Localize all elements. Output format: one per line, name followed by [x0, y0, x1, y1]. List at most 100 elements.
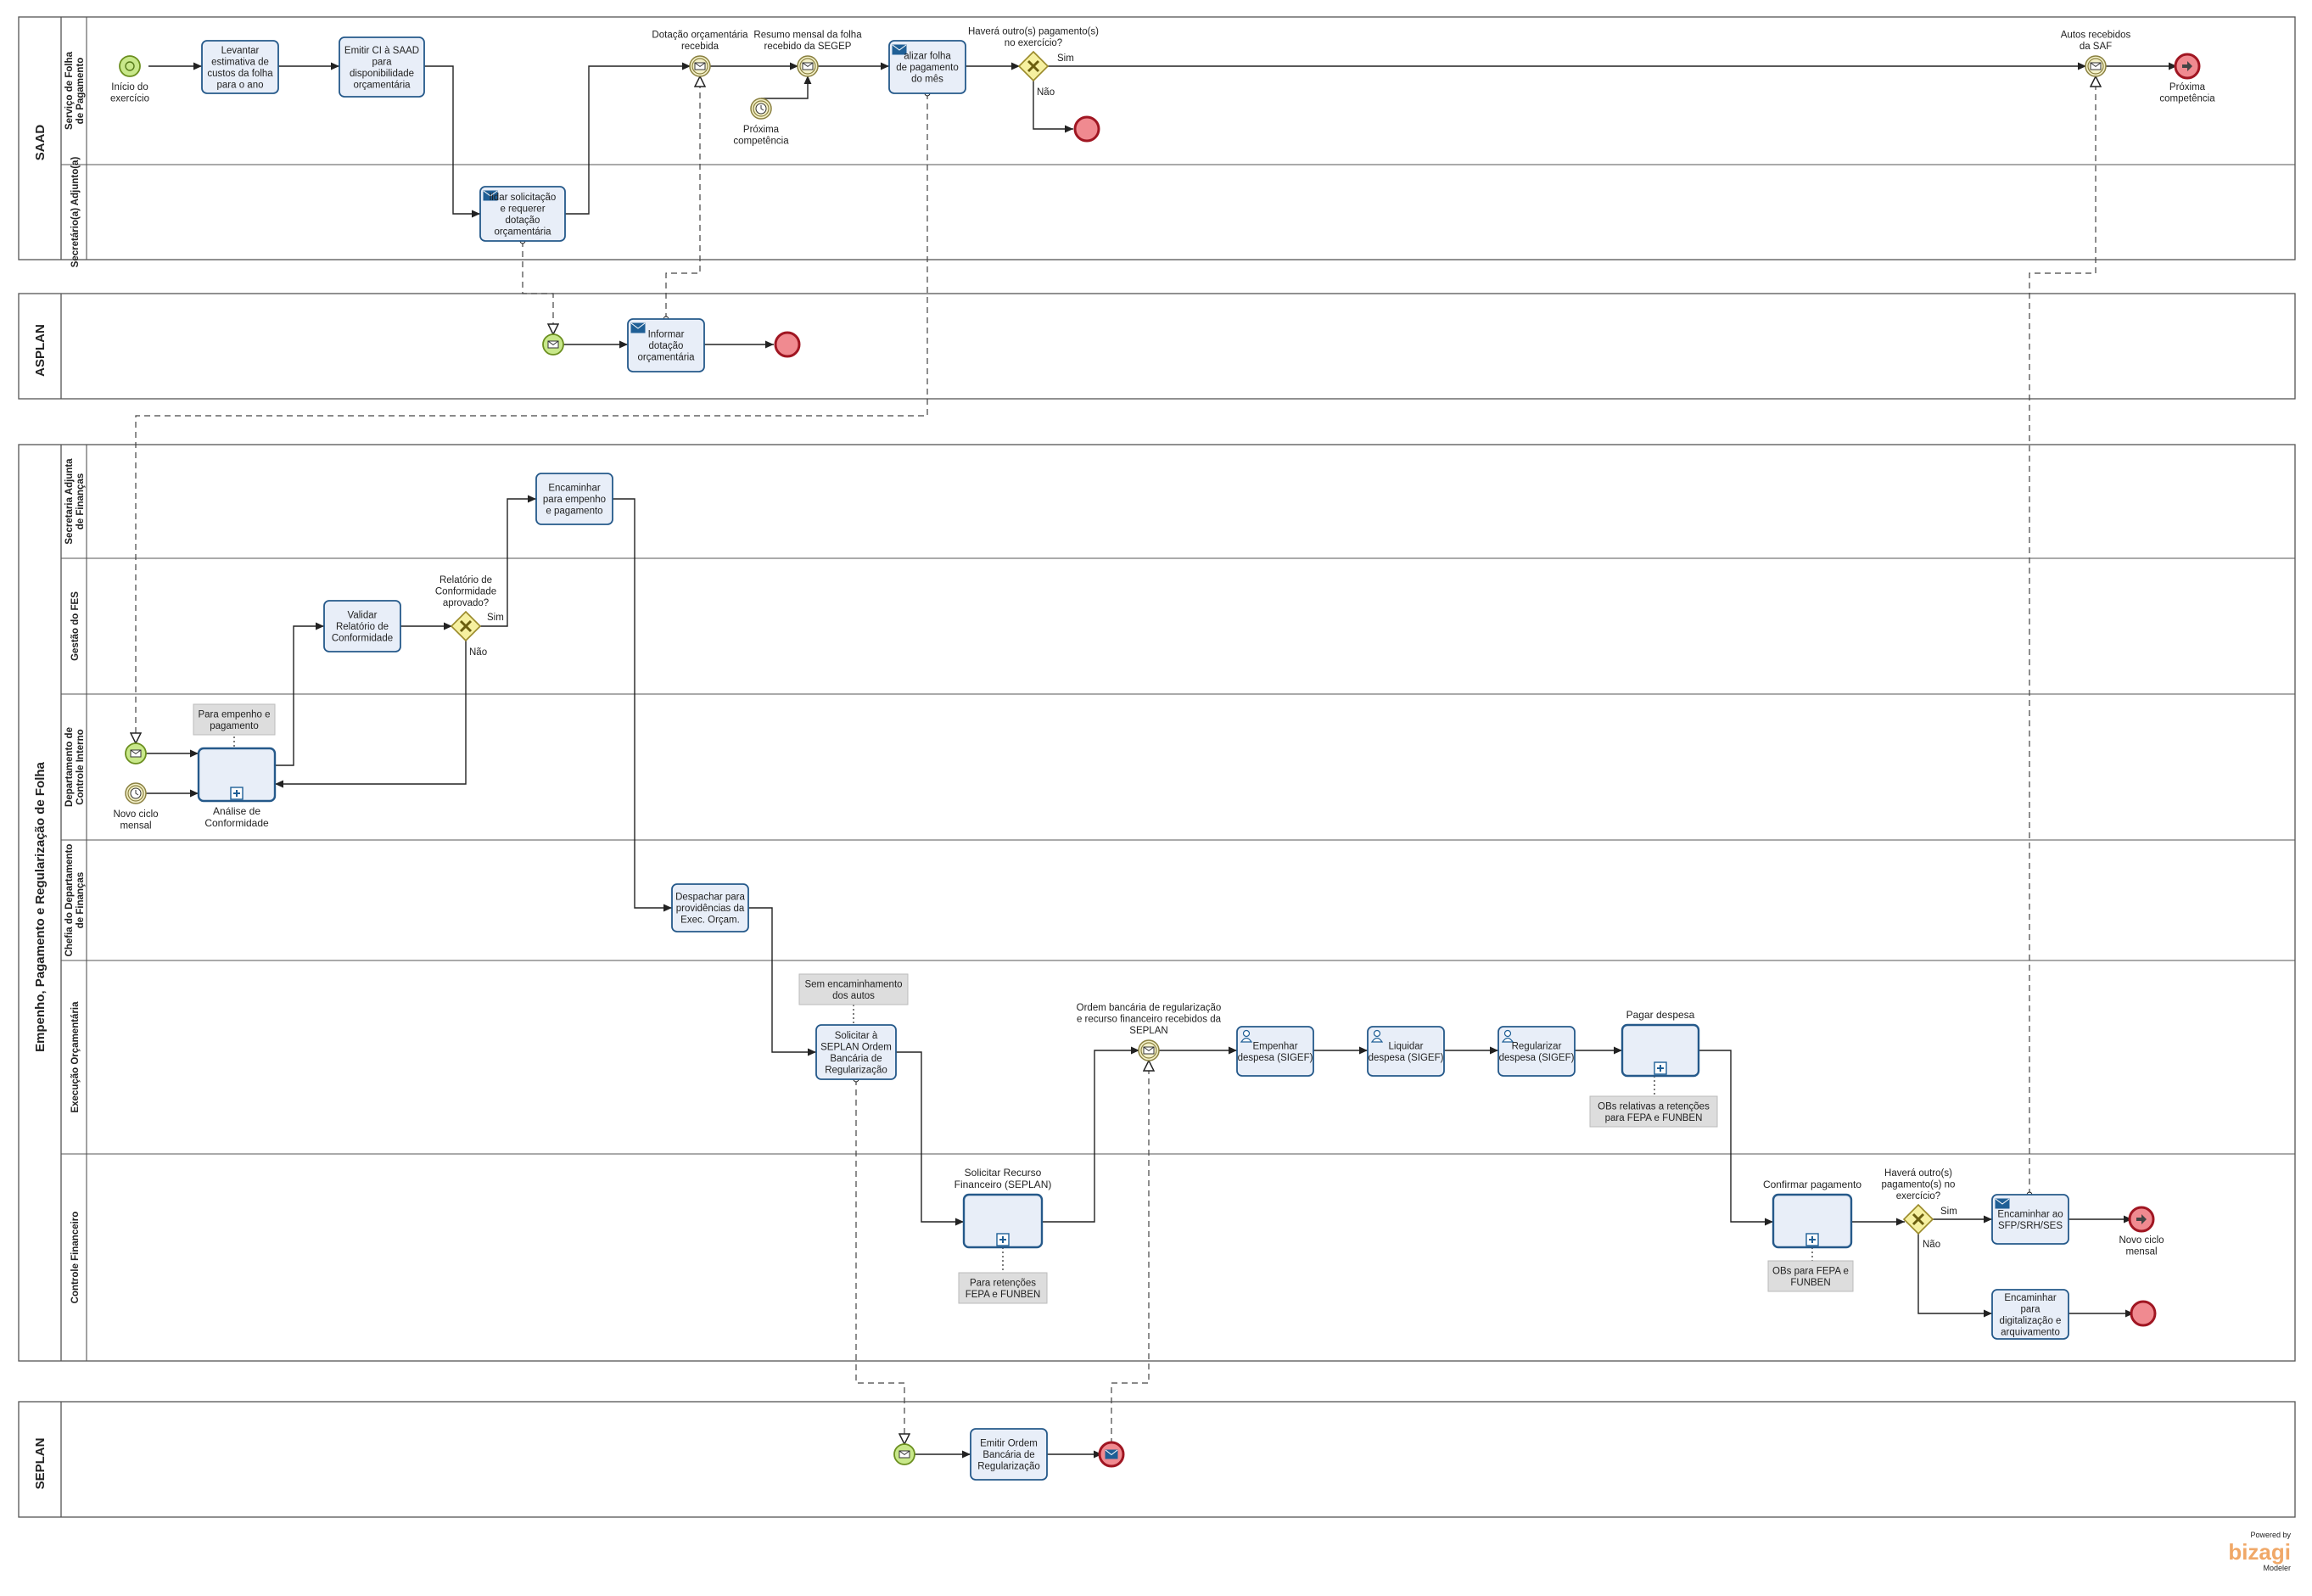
sequence-flow — [748, 907, 816, 1056]
flow-label-nao: Não — [1037, 87, 1055, 98]
event-end_saad[interactable] — [1073, 115, 1100, 143]
event-start_dci_msg[interactable] — [125, 742, 147, 764]
arrow-icon — [2136, 1214, 2147, 1224]
envelope-icon — [694, 62, 706, 70]
event-end_seplan[interactable] — [1098, 1441, 1125, 1468]
subprocess-pagar[interactable]: Pagar despesa — [1621, 1009, 1700, 1078]
sequence-flow — [1033, 80, 1073, 133]
pool-empenho: Empenho, Pagamento e Regularização de Fo… — [18, 444, 2296, 1362]
sequence-flow — [1917, 1233, 1992, 1318]
arrow-icon — [2182, 61, 2192, 71]
sequence-flow — [1042, 1046, 1139, 1223]
user-icon — [1501, 1029, 1514, 1043]
pool-label: Empenho, Pagamento e Regularização de Fo… — [33, 761, 48, 1051]
event-end_ctrl[interactable] — [2130, 1300, 2157, 1327]
exclusive-x-icon — [1912, 1212, 1925, 1226]
envelope-icon — [2090, 62, 2102, 70]
envelope-icon — [1105, 1449, 1118, 1459]
flow-label-sim: Sim — [1057, 53, 1074, 64]
lane-label: Chefia do Departamentode Finanças — [64, 844, 86, 957]
pool-asplan: ASPLAN — [18, 293, 2296, 400]
sun-icon — [125, 61, 135, 71]
event-end_asplan[interactable] — [774, 331, 801, 358]
subprocess-confirmar[interactable]: Confirmar pagamento — [1763, 1179, 1861, 1249]
flow-label-nao: Não — [1923, 1240, 1940, 1250]
event-start_asplan[interactable] — [542, 333, 564, 356]
clock-icon — [130, 787, 142, 799]
message-flow — [1111, 1061, 1149, 1444]
lane-label: Departamento deControle Interno — [64, 727, 86, 807]
user-icon — [1240, 1029, 1253, 1043]
subprocess-label: Confirmar pagamento — [1763, 1179, 1861, 1190]
envelope-icon — [1143, 1046, 1155, 1055]
message-flow — [2029, 76, 2096, 1195]
powered-by: Powered by — [2250, 1531, 2291, 1539]
expand-icon[interactable] — [996, 1233, 1010, 1246]
expand-icon[interactable] — [1805, 1233, 1819, 1246]
lane-label: Secretaria Adjuntade Finanças — [64, 458, 86, 545]
pool-seplan: SEPLAN — [18, 1401, 2296, 1518]
event-start_seplan[interactable] — [893, 1443, 915, 1465]
message-icon — [630, 322, 646, 333]
gateway-outro1[interactable]: Haverá outro(s) pagamento(s)no exercício… — [968, 27, 1099, 82]
expand-icon[interactable] — [230, 787, 244, 800]
sequence-flow — [1699, 1050, 1773, 1226]
expand-icon[interactable] — [1654, 1061, 1667, 1075]
lane-servico: Serviço de Folhade Pagamento — [60, 17, 87, 165]
exclusive-x-icon — [459, 619, 473, 633]
message-icon — [892, 44, 907, 55]
lane-label: Gestão do FES — [70, 591, 81, 661]
